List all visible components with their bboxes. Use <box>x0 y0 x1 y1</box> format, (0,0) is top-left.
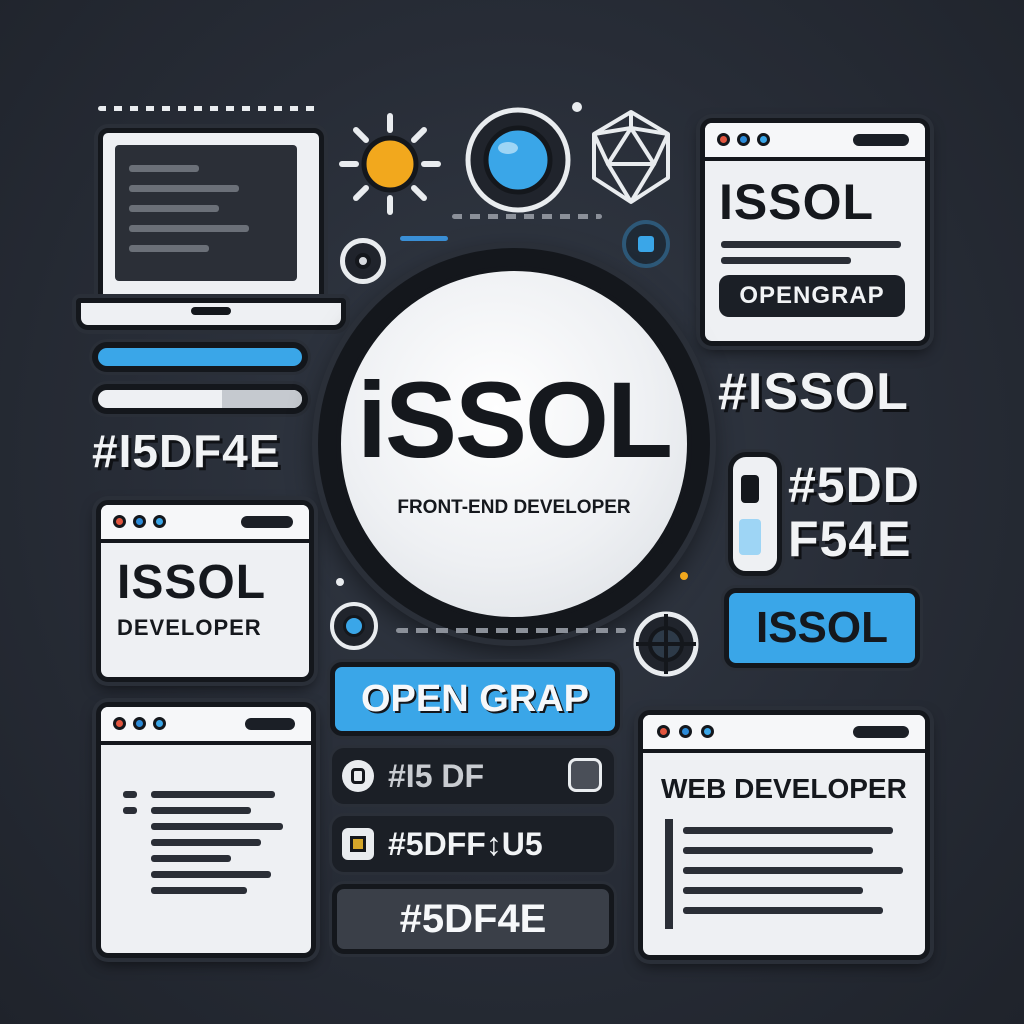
record-icon <box>342 760 374 792</box>
bottom-right-title: WEB DEVELOPER <box>661 773 907 804</box>
decor-line <box>396 628 626 633</box>
bottom-right-window: WEB DEVELOPER <box>638 710 930 960</box>
decor-line <box>452 214 602 219</box>
progress-bar-blue <box>92 342 308 372</box>
chip-1-label: #I5 DF <box>388 758 485 794</box>
decor-line <box>400 236 448 241</box>
orb-small-icon <box>330 602 378 650</box>
open-grap-button[interactable]: OPEN GRAP <box>330 662 620 736</box>
decor-dot <box>572 102 582 112</box>
laptop-icon <box>76 122 346 332</box>
chip-2-label: #5DFF↕U5 <box>388 826 543 862</box>
left-window: ISSOL DEVELOPER <box>96 500 314 682</box>
decor-dot <box>336 578 344 586</box>
center-subtitle: FRONT-END DEVELOPER <box>397 497 631 518</box>
right-color-line1: #5DD <box>788 457 920 513</box>
center-title: iSSOL <box>356 359 673 480</box>
crosshair-icon <box>630 608 702 680</box>
right-hashtag: #ISSOL <box>718 363 909 421</box>
chip-2[interactable]: #5DFF↕U5 <box>332 816 614 872</box>
left-window-title: ISSOL <box>117 556 267 609</box>
lock-icon <box>728 452 782 576</box>
issol-button[interactable]: ISSOL <box>724 588 920 668</box>
center-badge: iSSOL FRONT-END DEVELOPER <box>318 248 710 640</box>
folder-icon <box>342 828 374 860</box>
right-color-line2: F54E <box>788 511 912 567</box>
image-icon <box>568 758 602 792</box>
square-icon <box>622 220 670 268</box>
chip-1[interactable]: #I5 DF <box>332 748 614 804</box>
sun-icon <box>338 112 442 216</box>
top-right-window: ISSOL OPENGRAP <box>700 118 930 346</box>
decor-dots <box>98 106 318 111</box>
polyhedron-icon <box>580 106 682 208</box>
chip-3[interactable]: #5DF4E <box>332 884 614 954</box>
left-window-subtitle: DEVELOPER <box>117 615 262 640</box>
decor-dot <box>680 572 688 580</box>
blue-orb-icon <box>462 104 574 216</box>
top-right-tag: OPENGRAP <box>719 275 905 317</box>
left-hashtag: #I5DF4E <box>92 425 281 477</box>
code-window <box>96 702 316 958</box>
top-right-title: ISSOL <box>719 174 875 230</box>
progress-bar-grey <box>92 384 308 414</box>
target-icon <box>340 238 386 284</box>
